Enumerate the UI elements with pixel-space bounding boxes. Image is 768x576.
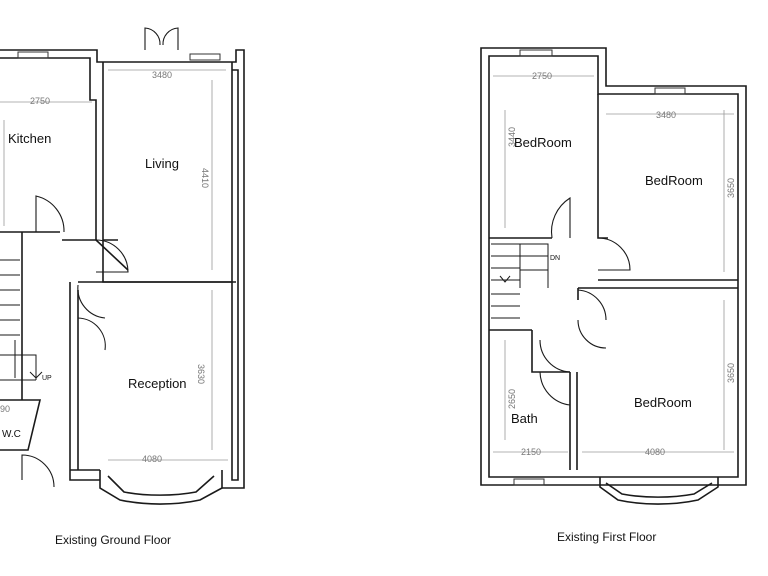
kitchen-window xyxy=(17,51,49,59)
first-floor-plan xyxy=(480,47,747,505)
ground-left-walls xyxy=(0,231,97,451)
ground-stairs xyxy=(0,259,43,381)
reception-door xyxy=(77,284,106,351)
dim-reception-width: 4080 xyxy=(142,454,162,464)
dim-bath-depth: 2650 xyxy=(507,389,517,409)
ground-reception-walls xyxy=(69,281,236,481)
dim-bedroom-front-depth: 3650 xyxy=(726,363,736,383)
dim-bedroom-front-width: 4080 xyxy=(645,447,665,457)
room-label-reception: Reception xyxy=(128,376,187,391)
dim-bedroom-right-width: 3480 xyxy=(656,110,676,120)
dim-bedroom-left-depth: 3440 xyxy=(507,127,517,147)
room-label-wc: W.C xyxy=(2,429,21,440)
ground-dimension-lines xyxy=(0,69,228,461)
first-inner-outline xyxy=(488,55,739,478)
stair-label-dn: DN xyxy=(550,255,560,262)
dim-reception-depth: 3630 xyxy=(196,364,206,384)
reception-bay-window xyxy=(99,470,223,505)
first-outer-wall xyxy=(480,47,747,486)
room-label-kitchen: Kitchen xyxy=(8,131,51,146)
first-stairs xyxy=(491,243,549,319)
ground-outer-wall xyxy=(0,49,245,489)
dim-living-width: 3480 xyxy=(152,70,172,80)
living-door xyxy=(95,239,129,273)
bedroom-right-door xyxy=(597,237,631,271)
room-label-bath: Bath xyxy=(511,411,538,426)
bath-door xyxy=(539,339,571,406)
front-door xyxy=(21,454,55,488)
bedroom-left-door xyxy=(550,196,571,239)
caption-first-floor: Existing First Floor xyxy=(557,530,656,544)
ground-living-walls xyxy=(102,62,239,481)
caption-ground-floor: Existing Ground Floor xyxy=(55,533,171,547)
dim-bedroom-right-depth: 3650 xyxy=(726,178,736,198)
dim-bath-width: 2150 xyxy=(521,447,541,457)
french-doors xyxy=(144,27,179,50)
bath-window xyxy=(513,478,545,486)
ground-floor-plan xyxy=(0,27,245,505)
room-label-bedroom-rear-right: BedRoom xyxy=(645,173,703,188)
first-dimension-lines xyxy=(493,75,734,453)
stair-label-up: UP xyxy=(42,375,52,382)
bedroom-front-door xyxy=(577,289,607,349)
room-label-living: Living xyxy=(145,156,179,171)
room-label-bedroom-front: BedRoom xyxy=(634,395,692,410)
dim-wc-width: 90 xyxy=(0,404,10,414)
front-bedroom-bay-window xyxy=(599,477,719,505)
dim-kitchen-width: 2750 xyxy=(30,96,50,106)
kitchen-door xyxy=(35,195,65,233)
room-label-bedroom-rear-left: BedRoom xyxy=(514,135,572,150)
dim-living-depth: 4410 xyxy=(200,168,210,188)
bedroom-left-window xyxy=(519,49,553,57)
bedroom-right-window xyxy=(654,87,686,95)
dim-bedroom-left-width: 2750 xyxy=(532,71,552,81)
living-window-small xyxy=(189,53,221,61)
